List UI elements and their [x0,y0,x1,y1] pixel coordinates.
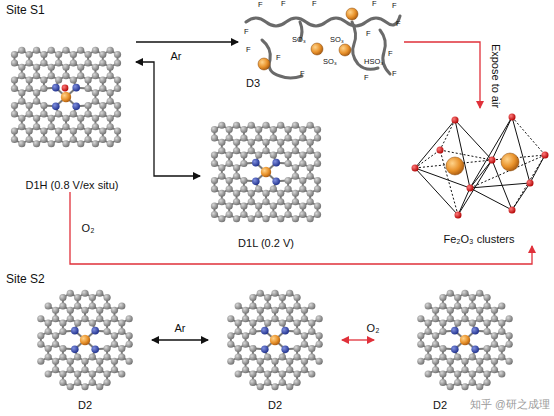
connector-arrow [404,42,480,108]
site-label: D2 [78,399,92,411]
connector-arrow [136,62,200,176]
site-structure: D2 [374,284,506,412]
atom-label: F [281,0,286,8]
atom-label: F [366,30,371,38]
atom-label: F [300,70,305,78]
atom-label: F [312,0,317,8]
watermark: 知乎 @研之成理 [470,399,550,410]
atom-label: F [388,50,393,58]
site-heading: Site S1 [6,4,45,16]
atom-label: F [244,28,249,36]
atom-label: F [372,0,377,8]
edge-label: Ar [169,50,184,62]
atom-label: F [392,2,397,10]
fe-n4-site [417,290,513,391]
site-heading: Site S2 [6,273,45,285]
fe2o3-clusters [412,114,549,219]
site-label: D1H (0.8 V/ex situ) [26,179,119,191]
atom-label: F [258,1,263,9]
atom-label: F [396,20,401,28]
atom-label: F [276,54,281,62]
fe-n4-site [11,47,121,148]
fe-n4-site [227,290,323,391]
atom-label: F [392,70,397,78]
edge-label: O₂ [80,222,97,234]
site-label: D3 [246,77,260,89]
connector-arrow [342,339,374,340]
nafion-polymer [246,16,400,78]
site-structure: D2 [208,284,342,412]
site-label: D2 [268,399,282,411]
site-structure: D1H (0.8 V/ex situ) [8,34,136,192]
site-structure: Fe₂O₃ clusters [408,108,550,246]
site-label: Fe₂O₃ clusters [443,233,514,245]
atom-label: F [246,46,251,54]
site-structure: D2 [18,284,152,412]
fe-n4-site [37,290,133,391]
fe-ions [258,8,358,70]
edge-label: O₂ [365,322,382,334]
site-structure: D3 [238,2,404,90]
atom-label: SO₃ [323,58,337,66]
edge-label: Ar [173,322,188,334]
atom-label: HSO₃ [364,58,383,66]
atom-label: SO₃ [330,36,344,44]
atom-label: F [364,74,369,82]
connector-arrow [136,41,238,42]
connector-arrow [70,192,532,264]
edge-label: Expose to air [490,42,502,110]
atom-label: SO₃ [292,36,306,44]
site-structure: D1L (0.2 V) [200,110,332,250]
site-label: D2 [433,399,447,411]
fe-n4-site [211,122,321,223]
graphene-sheets [11,47,513,391]
site-label: D1L (0.2 V) [238,237,294,249]
connector-arrow [152,339,208,340]
